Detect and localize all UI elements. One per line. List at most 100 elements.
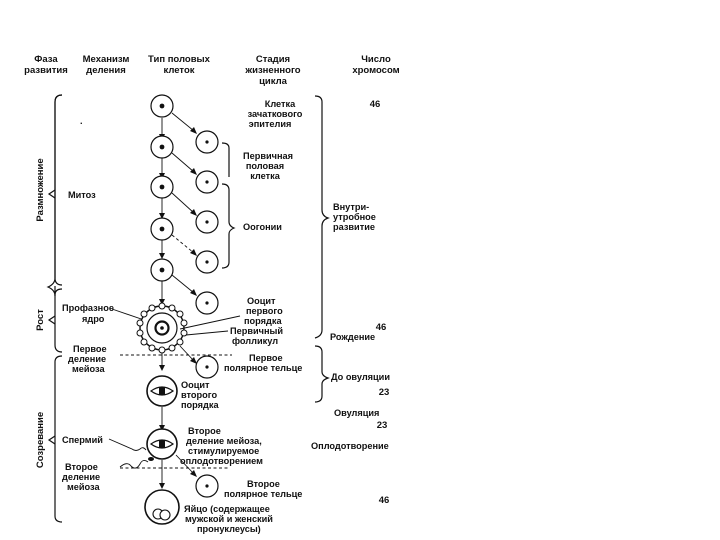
pointer-primary-follicle bbox=[185, 330, 229, 336]
svg-text:полярное тельце: полярное тельце bbox=[224, 363, 302, 373]
stage-primary-oocyte: Ооцит первого порядка bbox=[244, 296, 283, 326]
svg-text:Ооцит: Ооцит bbox=[181, 380, 210, 390]
header-phase: Фаза развития bbox=[24, 54, 68, 76]
svg-text:мейоза: мейоза bbox=[72, 364, 105, 374]
bracket-intrauterine bbox=[314, 95, 330, 339]
first-polar-body-cell bbox=[195, 355, 219, 379]
svg-text:Второе: Второе bbox=[247, 479, 280, 489]
cell-oogonium-3 bbox=[150, 258, 174, 282]
svg-text:фолликул: фолликул bbox=[232, 336, 278, 346]
svg-text:Фаза: Фаза bbox=[34, 54, 58, 65]
svg-text:Ооцит: Ооцит bbox=[247, 296, 276, 306]
bracket-growth-tip bbox=[47, 315, 56, 325]
svg-text:эпителия: эпителия bbox=[249, 119, 292, 129]
header-cell-type: Тип половых клеток bbox=[148, 54, 211, 76]
svg-text:Клетка: Клетка bbox=[265, 99, 296, 109]
svg-text:хромосом: хромосом bbox=[352, 65, 399, 76]
svg-text:Первичный: Первичный bbox=[230, 326, 283, 336]
chromosomes-egg: 46 bbox=[379, 495, 390, 506]
header-mechanism: Механизм деления bbox=[83, 54, 130, 76]
cell-oogonium-1 bbox=[150, 175, 174, 199]
bracket-primary-germ bbox=[221, 142, 230, 177]
phase-maturation: Созревание bbox=[35, 412, 46, 468]
svg-text:зачаткового: зачаткового bbox=[248, 109, 303, 119]
stray-dot: . bbox=[80, 116, 83, 126]
bracket-growth bbox=[54, 288, 63, 353]
stage-first-polar-body: Первое полярное тельце bbox=[224, 353, 302, 373]
chromosomes-before-ovulation: 23 bbox=[379, 387, 390, 398]
lifecycle-before-ovulation: До овуляции bbox=[331, 372, 390, 382]
bracket-oogonia bbox=[221, 183, 236, 269]
svg-text:Второе: Второе bbox=[188, 426, 221, 436]
svg-text:Первое: Первое bbox=[73, 344, 107, 354]
stage-primary-germ-cell: Первичная половая клетка bbox=[243, 151, 293, 181]
svg-text:полярное тельце: полярное тельце bbox=[224, 489, 302, 499]
svg-text:Механизм: Механизм bbox=[83, 54, 130, 65]
svg-text:развития: развития bbox=[24, 65, 68, 76]
mechanism-second-meiosis: Второе деление мейоза bbox=[62, 462, 100, 492]
second-polar-body-cell bbox=[195, 474, 219, 498]
svg-text:цикла: цикла bbox=[259, 76, 288, 87]
stage-second-meiosis-fertilization: Второе деление мейоза, стимулируемое опл… bbox=[180, 426, 263, 466]
header-chromosomes: Число хромосом bbox=[352, 54, 399, 76]
phase-reproduction: Размножение bbox=[35, 158, 46, 221]
svg-text:жизненного: жизненного bbox=[244, 65, 300, 76]
cell-germinal-epithelium bbox=[150, 94, 174, 118]
svg-text:пронуклеусы): пронуклеусы) bbox=[197, 524, 261, 534]
mechanism-mitosis: Митоз bbox=[68, 190, 96, 200]
bracket-maturation bbox=[54, 355, 63, 523]
svg-text:порядка: порядка bbox=[181, 400, 219, 410]
svg-text:Внутри-: Внутри- bbox=[333, 202, 369, 212]
cell-oogonium-2 bbox=[150, 217, 174, 241]
lifecycle-fertilization: Оплодотворение bbox=[311, 441, 389, 451]
chromosomes-birth: 46 bbox=[376, 322, 387, 333]
cell-primary-oocyte bbox=[136, 302, 188, 354]
arrows-diagonal bbox=[171, 112, 197, 477]
side-cell-1 bbox=[195, 130, 219, 154]
svg-text:Стадия: Стадия bbox=[256, 54, 290, 65]
bracket-before-ovulation bbox=[314, 345, 330, 403]
chromosomes-epithelium: 46 bbox=[370, 99, 381, 110]
cell-second-meiosis bbox=[146, 428, 178, 460]
chromosomes-ovulation: 23 bbox=[377, 420, 388, 431]
lifecycle-ovulation: Овуляция bbox=[334, 408, 379, 418]
mechanism-prophase-nucleus: Профазное ядро bbox=[62, 303, 114, 324]
pointer-primary-oocyte bbox=[179, 315, 241, 330]
cell-egg bbox=[144, 489, 180, 525]
svg-text:порядка: порядка bbox=[244, 316, 282, 326]
side-cell-3 bbox=[195, 210, 219, 234]
svg-text:Первичная: Первичная bbox=[243, 151, 293, 161]
svg-text:Профазное: Профазное bbox=[62, 303, 114, 313]
svg-text:мейоза: мейоза bbox=[67, 482, 100, 492]
svg-text:деления: деления bbox=[86, 65, 126, 76]
svg-text:деление: деление bbox=[68, 354, 106, 364]
side-cell-4 bbox=[195, 250, 219, 274]
svg-text:половая: половая bbox=[246, 161, 284, 171]
stage-secondary-oocyte: Ооцит второго порядка bbox=[181, 380, 219, 410]
side-cell-2 bbox=[195, 170, 219, 194]
svg-text:ядро: ядро bbox=[82, 314, 105, 324]
svg-text:утробное: утробное bbox=[333, 212, 376, 222]
mechanism-first-meiosis: Первое деление мейоза bbox=[68, 344, 107, 374]
lifecycle-intrauterine: Внутри- утробное развитие bbox=[333, 202, 376, 232]
mechanism-sperm: Спермий bbox=[62, 435, 103, 445]
stage-second-polar-body: Второе полярное тельце bbox=[224, 479, 302, 499]
svg-text:деление: деление bbox=[62, 472, 100, 482]
sperm-icon bbox=[119, 457, 154, 469]
stage-oogonia: Оогонии bbox=[243, 222, 282, 232]
svg-text:второго: второго bbox=[181, 390, 217, 400]
stage-egg: Яйцо (содержащее мужской и женский прону… bbox=[184, 504, 273, 534]
svg-text:Яйцо (содержащее: Яйцо (содержащее bbox=[184, 504, 270, 514]
cell-primary-germ bbox=[150, 135, 174, 159]
svg-text:Тип половых: Тип половых bbox=[148, 54, 211, 65]
header-stage: Стадия жизненного цикла bbox=[244, 54, 300, 87]
svg-text:клетка: клетка bbox=[250, 171, 281, 181]
cell-secondary-oocyte bbox=[146, 375, 178, 407]
svg-text:деление мейоза,: деление мейоза, bbox=[186, 436, 262, 446]
side-cell-5 bbox=[195, 291, 219, 315]
bracket-maturation-tip bbox=[47, 435, 56, 445]
svg-text:Второе: Второе bbox=[65, 462, 98, 472]
svg-text:клеток: клеток bbox=[163, 65, 194, 76]
svg-text:оплодотворением: оплодотворением bbox=[180, 456, 263, 466]
